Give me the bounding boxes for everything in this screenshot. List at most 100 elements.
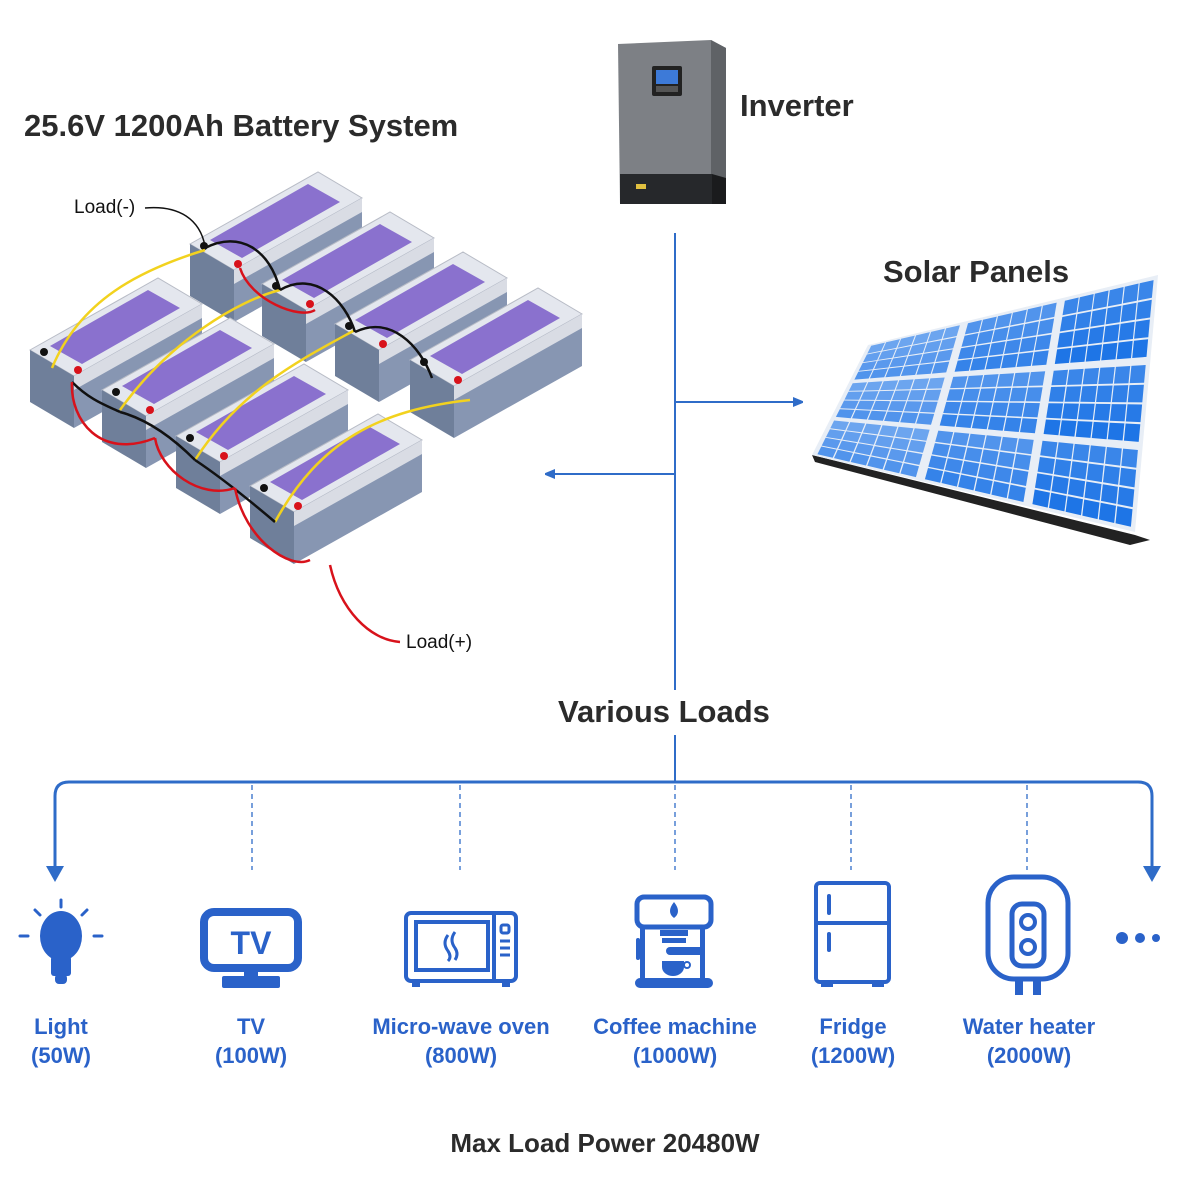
solar-cell (867, 456, 886, 470)
solar-cell (876, 390, 895, 400)
wire-yellow (50, 248, 206, 369)
solar-cell (874, 358, 892, 370)
solar-cell (1121, 448, 1138, 468)
solar-cell (978, 388, 996, 401)
solar-cell (1118, 321, 1135, 341)
solar-cell (838, 440, 857, 452)
solar-cell (1048, 386, 1066, 402)
solar-cell (961, 333, 979, 347)
solar-cell (903, 401, 922, 412)
solar-cell (923, 340, 942, 353)
solar-cell (1082, 499, 1100, 520)
solar-cell (994, 466, 1012, 483)
solar-cell (964, 447, 983, 463)
solar-cell (939, 337, 957, 351)
water-heater-icon (985, 874, 1071, 995)
solar-cell (900, 412, 919, 424)
solar-panel (854, 325, 960, 380)
solar-cell (939, 414, 958, 427)
solar-cell (1010, 309, 1027, 326)
solar-cell (1125, 404, 1143, 423)
solar-cell (882, 339, 900, 351)
load-fridge: Fridge (1200W) (743, 1012, 963, 1070)
solar-cell (1101, 484, 1118, 504)
solar-cell (1114, 366, 1131, 384)
solar-cell (1122, 283, 1139, 304)
solar-cell (1040, 440, 1058, 458)
wire-yellow (193, 328, 356, 461)
load-power: (800W) (424, 1043, 498, 1068)
solar-panel (1043, 365, 1146, 442)
solar-cell (891, 390, 910, 401)
solar-cell (1016, 438, 1034, 455)
solar-cell (1086, 463, 1104, 483)
solar-cell (943, 401, 961, 414)
solar-cell (1067, 368, 1084, 385)
solar-cell (916, 413, 935, 425)
solar-cell (1006, 402, 1025, 417)
solar-cell (988, 341, 1006, 356)
load-name: Water heater (962, 1014, 1096, 1039)
solar-cell (964, 320, 982, 335)
solar-cell (1072, 443, 1090, 462)
load-power: (1200W) (810, 1043, 896, 1068)
solar-cell (1111, 385, 1129, 403)
solar-cell (884, 411, 903, 423)
solar-cell (1107, 287, 1124, 307)
solar-cell (1138, 280, 1154, 301)
solar-cell (1082, 367, 1100, 385)
solar-cell (1092, 290, 1109, 310)
solar-cell (976, 330, 994, 345)
solar-cell (1028, 371, 1046, 386)
solar-cell (931, 443, 950, 457)
solar-cell (856, 400, 875, 410)
solar-panel (835, 377, 945, 425)
solar-cell (935, 349, 953, 362)
load-light: Light (50W) (0, 1012, 171, 1070)
solar-cell (1098, 502, 1116, 523)
solar-cell (950, 376, 968, 389)
load-water-heater: Water heater (2000W) (919, 1012, 1139, 1070)
wire-yellow (118, 288, 281, 411)
solar-cell (928, 455, 947, 470)
load-positive-label: Load(+) (406, 632, 473, 653)
solar-cell (1019, 336, 1037, 353)
solar-cell (904, 451, 923, 465)
solar-cell (951, 432, 970, 446)
solar-cell (1043, 419, 1061, 436)
solar-cell (1062, 403, 1079, 420)
solar-cell (985, 355, 1003, 370)
solar-cell (1136, 299, 1152, 320)
solar-cell (900, 365, 919, 376)
load-distribution-line (53, 780, 1154, 868)
solar-cell (1123, 423, 1141, 442)
solar-cell (1119, 467, 1137, 488)
solar-cell (852, 410, 871, 420)
load-name: Fridge (819, 1014, 887, 1039)
solar-panel (924, 430, 1034, 502)
solar-cell (1046, 403, 1064, 419)
solar-cell (868, 410, 887, 421)
solar-cell (997, 373, 1015, 387)
solar-cell (944, 458, 963, 473)
wire-black (354, 325, 434, 379)
light-bulb-icon (18, 898, 104, 984)
coffee-machine-icon (634, 894, 714, 988)
wire-black (119, 410, 196, 461)
solar-cell (1129, 365, 1146, 384)
solar-panel (817, 420, 930, 478)
solar-cell (970, 357, 988, 371)
wire-red (153, 437, 236, 492)
solar-cell (980, 316, 997, 332)
solar-cell (1134, 319, 1150, 339)
solar-cell (1070, 346, 1087, 363)
solar-cell (980, 449, 999, 465)
solar-cell (974, 478, 993, 495)
wire-red (70, 381, 156, 446)
solar-cell (962, 388, 980, 401)
tv-icon: TV (200, 908, 302, 988)
load-name: TV (236, 1014, 266, 1039)
solar-cell (1103, 324, 1120, 343)
battery-system-title: 25.6V 1200Ah Battery System (24, 108, 459, 143)
solar-cell (1120, 302, 1137, 322)
